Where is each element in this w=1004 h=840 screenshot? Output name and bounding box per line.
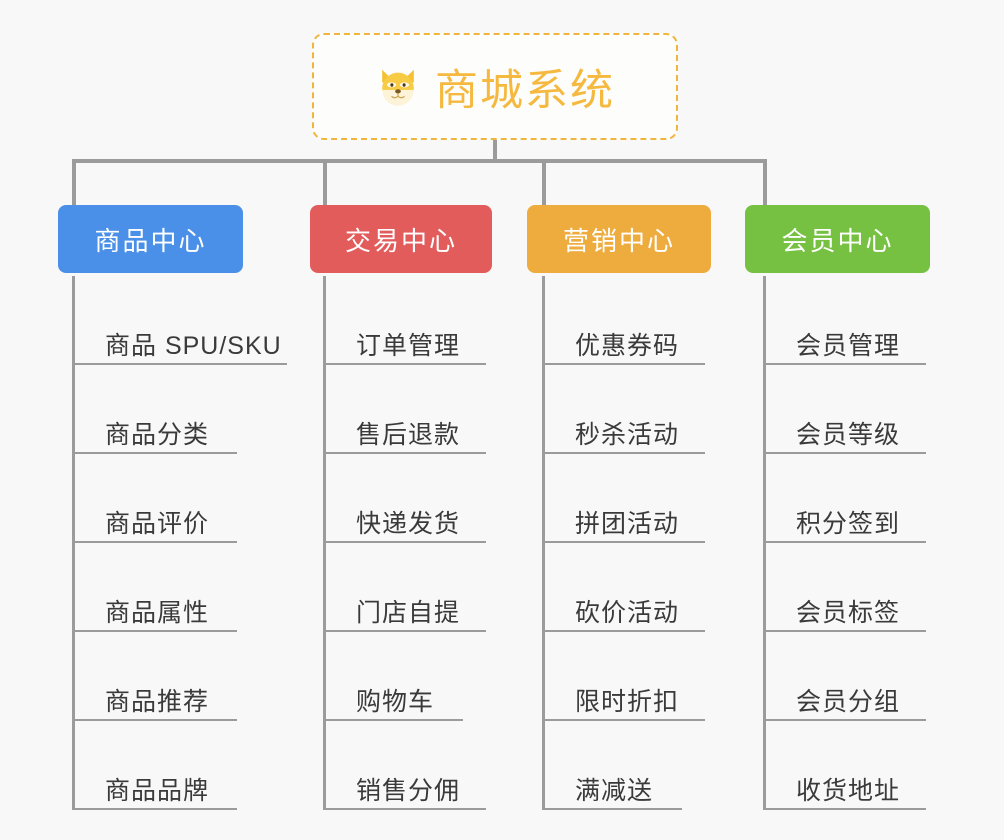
leaf-item-label: 商品 SPU/SKU	[105, 332, 282, 361]
leaf-item[interactable]: 商品推荐	[72, 632, 282, 721]
leaf-item[interactable]: 会员等级	[763, 365, 926, 454]
leaf-item-underline	[763, 719, 926, 721]
leaf-item[interactable]: 砍价活动	[542, 543, 705, 632]
leaf-item[interactable]: 商品品牌	[72, 721, 282, 810]
leaf-item-label: 会员等级	[796, 421, 901, 450]
category-box-product-center[interactable]: 商品中心	[58, 205, 243, 273]
leaf-item-underline	[323, 541, 486, 543]
leaf-item[interactable]: 秒杀活动	[542, 365, 705, 454]
branch-drop-member-center	[763, 159, 767, 205]
leaf-item-underline	[542, 719, 705, 721]
leaf-item-label: 砍价活动	[575, 599, 680, 628]
branch-bus-line	[72, 159, 767, 163]
leaf-item-label: 购物车	[356, 688, 435, 717]
leaf-item[interactable]: 会员管理	[763, 276, 926, 365]
root-node[interactable]: 商城系统	[312, 33, 678, 140]
leaf-item-underline	[72, 452, 237, 454]
leaf-item[interactable]: 门店自提	[323, 543, 486, 632]
leaf-item[interactable]: 优惠券码	[542, 276, 705, 365]
leaf-item-underline	[323, 630, 486, 632]
leaf-column-trade-center: 订单管理售后退款快递发货门店自提购物车销售分佣	[323, 276, 486, 810]
leaf-item[interactable]: 商品 SPU/SKU	[72, 276, 287, 365]
leaf-item-underline	[763, 630, 926, 632]
leaf-item-underline	[72, 719, 237, 721]
leaf-item-label: 收货地址	[796, 777, 901, 806]
leaf-item[interactable]: 商品属性	[72, 543, 282, 632]
leaf-item-label: 秒杀活动	[575, 421, 680, 450]
leaf-item-underline	[763, 808, 926, 810]
leaf-item-label: 会员分组	[796, 688, 901, 717]
branch-drop-trade-center	[323, 159, 327, 205]
leaf-item-underline	[72, 363, 287, 365]
leaf-item[interactable]: 收货地址	[763, 721, 926, 810]
category-box-member-center[interactable]: 会员中心	[745, 205, 930, 273]
leaf-item-label: 销售分佣	[356, 777, 461, 806]
leaf-spine-member-center	[763, 276, 766, 810]
category-box-marketing-center[interactable]: 营销中心	[527, 205, 711, 273]
leaf-item-underline	[323, 452, 486, 454]
leaf-column-member-center: 会员管理会员等级积分签到会员标签会员分组收货地址	[763, 276, 926, 810]
leaf-item-label: 满减送	[575, 777, 654, 806]
leaf-item-label: 优惠券码	[575, 332, 680, 361]
leaf-item-label: 限时折扣	[575, 688, 680, 717]
leaf-item-label: 积分签到	[796, 510, 901, 539]
dog-face-icon	[375, 64, 421, 110]
leaf-item-label: 商品品牌	[105, 777, 210, 806]
leaf-item[interactable]: 售后退款	[323, 365, 486, 454]
leaf-item-underline	[72, 630, 237, 632]
leaf-item[interactable]: 购物车	[323, 632, 463, 721]
leaf-item-label: 商品属性	[105, 599, 210, 628]
leaf-spine-marketing-center	[542, 276, 545, 810]
leaf-item-label: 会员管理	[796, 332, 901, 361]
root-title: 商城系统	[435, 66, 615, 115]
category-title: 商品中心	[94, 225, 207, 256]
leaf-item-underline	[542, 363, 705, 365]
leaf-item-underline	[323, 719, 463, 721]
leaf-item-label: 门店自提	[356, 599, 461, 628]
leaf-item-label: 商品评价	[105, 510, 210, 539]
category-box-trade-center[interactable]: 交易中心	[310, 205, 492, 273]
leaf-item[interactable]: 会员分组	[763, 632, 926, 721]
leaf-item-underline	[323, 808, 486, 810]
category-title: 营销中心	[562, 225, 675, 256]
leaf-item-label: 拼团活动	[575, 510, 680, 539]
leaf-column-product-center: 商品 SPU/SKU 商品分类商品评价商品属性商品推荐商品品牌	[72, 276, 287, 810]
leaf-item-underline	[323, 363, 486, 365]
leaf-item-underline	[72, 808, 237, 810]
leaf-item[interactable]: 商品分类	[72, 365, 282, 454]
branch-drop-marketing-center	[542, 159, 546, 205]
leaf-item[interactable]: 订单管理	[323, 276, 486, 365]
category-title: 会员中心	[781, 225, 894, 256]
category-title: 交易中心	[344, 225, 457, 256]
leaf-column-marketing-center: 优惠券码秒杀活动拼团活动砍价活动限时折扣满减送	[542, 276, 705, 810]
leaf-item-underline	[763, 452, 926, 454]
leaf-item-label: 商品推荐	[105, 688, 210, 717]
leaf-item[interactable]: 商品评价	[72, 454, 282, 543]
leaf-spine-product-center	[72, 276, 75, 810]
root-stem-line	[493, 140, 497, 163]
leaf-item-label: 快递发货	[356, 510, 461, 539]
leaf-item[interactable]: 销售分佣	[323, 721, 486, 810]
leaf-item[interactable]: 快递发货	[323, 454, 486, 543]
branch-drop-product-center	[72, 159, 76, 205]
leaf-item-underline	[72, 541, 237, 543]
leaf-spine-trade-center	[323, 276, 326, 810]
leaf-item-underline	[763, 541, 926, 543]
leaf-item-underline	[542, 452, 705, 454]
leaf-item[interactable]: 拼团活动	[542, 454, 705, 543]
leaf-item-underline	[542, 541, 705, 543]
leaf-item-label: 商品分类	[105, 421, 210, 450]
leaf-item-underline	[542, 808, 682, 810]
leaf-item-underline	[763, 363, 926, 365]
leaf-item-label: 订单管理	[356, 332, 461, 361]
leaf-item-label: 会员标签	[796, 599, 901, 628]
leaf-item[interactable]: 积分签到	[763, 454, 926, 543]
leaf-item[interactable]: 会员标签	[763, 543, 926, 632]
leaf-item-underline	[542, 630, 705, 632]
leaf-item[interactable]: 限时折扣	[542, 632, 705, 721]
leaf-item-label: 售后退款	[356, 421, 461, 450]
leaf-item[interactable]: 满减送	[542, 721, 682, 810]
